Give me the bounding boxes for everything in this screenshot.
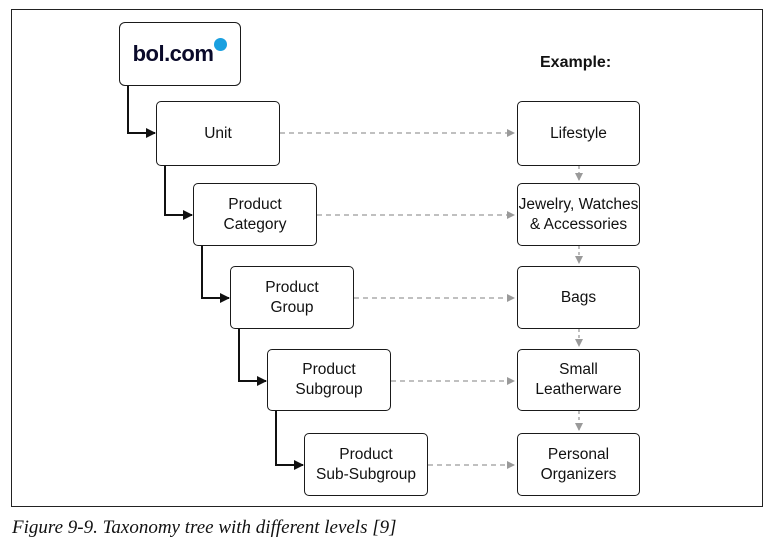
- hierarchy-connector-category: [164, 166, 193, 220]
- logo-text: bol.com: [132, 41, 214, 66]
- figure-caption: Figure 9-9. Taxonomy tree with different…: [12, 517, 397, 538]
- example-heading: Example:: [540, 54, 612, 71]
- level-node-label: Group: [270, 298, 314, 316]
- example-node-bags: Bags: [517, 266, 640, 329]
- logo-smile-icon: [214, 37, 228, 51]
- example-node-lifestyle: Lifestyle: [517, 101, 640, 166]
- figure-frame: [11, 9, 763, 507]
- level-node-label: Product: [265, 278, 319, 296]
- level-node-label: Product: [228, 195, 282, 213]
- example-node-label: Personal: [547, 445, 610, 463]
- hierarchy-connector-subsubgroup: [275, 411, 304, 470]
- example-node-label: Small: [559, 361, 598, 378]
- level-node-label: Subgroup: [295, 381, 363, 398]
- example-node-jewelry: Jewelry, Watches & Accessories: [517, 183, 640, 246]
- bol-com-logo: bol.com: [119, 22, 241, 86]
- hierarchy-connector-unit: [127, 86, 156, 138]
- level-node-label: Category: [223, 215, 287, 233]
- level-node-label: Product: [302, 361, 356, 378]
- example-node-label: Bags: [560, 288, 597, 306]
- hierarchy-connector-subgroup: [238, 329, 267, 386]
- level-node-label: Product: [339, 445, 393, 463]
- level-node-unit: Unit: [156, 101, 280, 166]
- example-node-label: & Accessories: [529, 215, 628, 233]
- hierarchy-connector-group: [201, 246, 230, 303]
- level-node-label: Sub-Subgroup: [316, 465, 416, 483]
- example-node-label: Leatherware: [535, 381, 622, 398]
- example-node-label: Jewelry, Watches: [518, 195, 639, 213]
- level-node-label: Unit: [204, 124, 232, 142]
- example-node-label: Organizers: [540, 465, 617, 483]
- example-node-label: Lifestyle: [550, 124, 607, 142]
